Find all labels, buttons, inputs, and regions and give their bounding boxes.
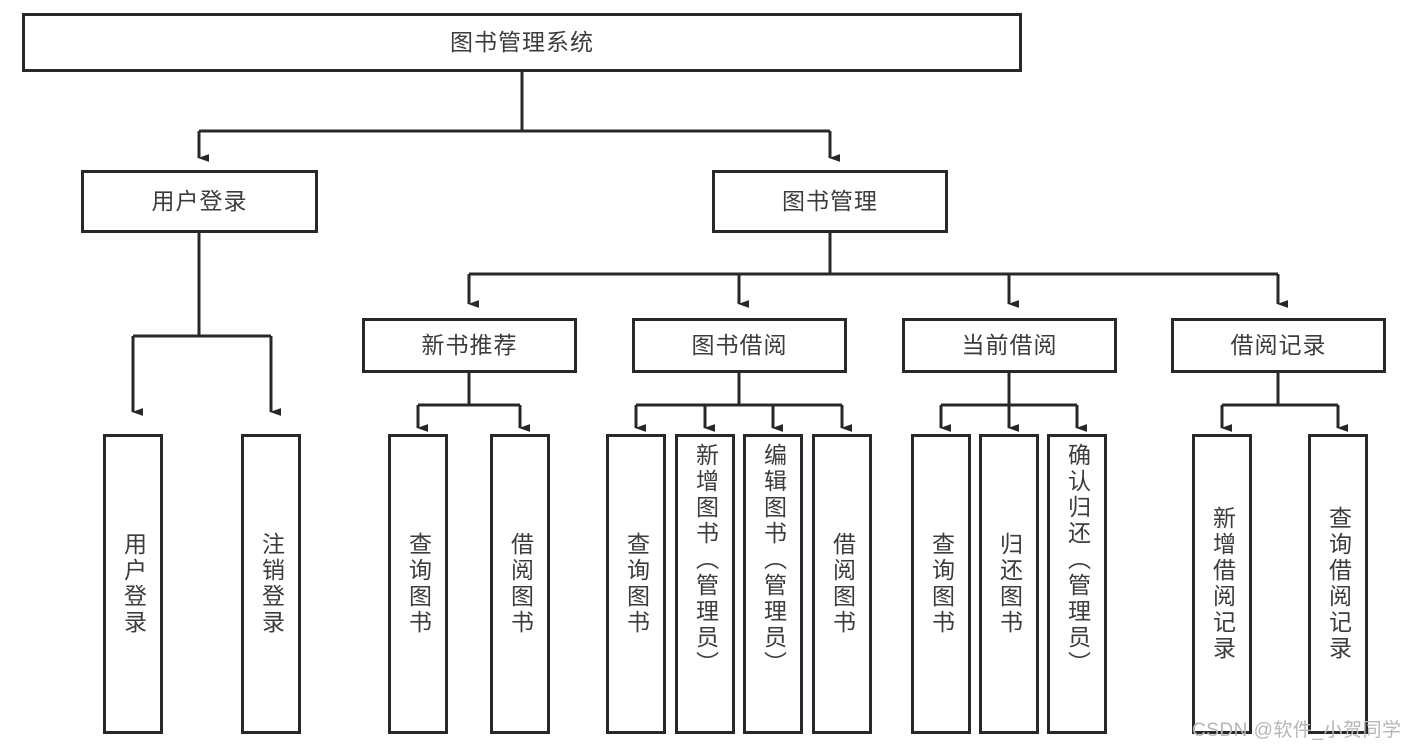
node-book-manage-label: 图书管理 (782, 188, 878, 215)
node-leaf-add-record-label: 新增借阅记录 (1209, 506, 1236, 662)
node-leaf-query-book-3-label: 查询图书 (928, 532, 955, 636)
node-leaf-return-book-label: 归还图书 (996, 532, 1023, 636)
node-leaf-user-logout-label: 注销登录 (258, 532, 285, 636)
csdn-watermark: CSDN @软件_小贺同学 (1192, 720, 1402, 741)
node-leaf-query-book-1[interactable]: 查询图书 (388, 434, 448, 734)
node-leaf-query-book-2[interactable]: 查询图书 (606, 434, 666, 734)
node-leaf-user-login[interactable]: 用户登录 (103, 434, 163, 734)
node-book-borrow-label: 图书借阅 (691, 332, 788, 359)
node-leaf-add-book[interactable]: 新增图书（管理员） (675, 434, 735, 734)
node-leaf-confirm-return[interactable]: 确认归还（管理员） (1047, 434, 1107, 734)
node-book-borrow[interactable]: 图书借阅 (632, 318, 847, 373)
node-root[interactable]: 图书管理系统 (22, 13, 1022, 72)
node-leaf-confirm-return-label: 确认归还（管理员） (1064, 443, 1091, 677)
node-leaf-add-book-label: 新增图书（管理员） (692, 443, 719, 677)
node-leaf-user-login-label: 用户登录 (120, 532, 147, 636)
node-leaf-borrow-book-1[interactable]: 借阅图书 (490, 434, 550, 734)
node-root-label: 图书管理系统 (450, 29, 594, 56)
node-leaf-borrow-book-1-label: 借阅图书 (507, 532, 534, 636)
node-borrow-record-label: 借阅记录 (1230, 332, 1327, 359)
node-user-login[interactable]: 用户登录 (81, 170, 318, 233)
node-leaf-query-record-label: 查询借阅记录 (1325, 506, 1352, 662)
node-leaf-query-book-3[interactable]: 查询图书 (911, 434, 971, 734)
node-user-login-label: 用户登录 (151, 188, 248, 215)
node-current-borrow[interactable]: 当前借阅 (902, 318, 1117, 373)
node-leaf-edit-book[interactable]: 编辑图书（管理员） (743, 434, 803, 734)
node-leaf-add-record[interactable]: 新增借阅记录 (1192, 434, 1252, 734)
node-leaf-borrow-book-2[interactable]: 借阅图书 (812, 434, 872, 734)
node-borrow-record[interactable]: 借阅记录 (1171, 318, 1386, 373)
node-current-borrow-label: 当前借阅 (961, 332, 1058, 359)
node-leaf-edit-book-label: 编辑图书（管理员） (760, 443, 787, 677)
node-leaf-query-book-1-label: 查询图书 (405, 532, 432, 636)
node-leaf-return-book[interactable]: 归还图书 (979, 434, 1039, 734)
node-leaf-query-book-2-label: 查询图书 (623, 532, 650, 636)
node-book-manage[interactable]: 图书管理 (712, 170, 948, 233)
node-leaf-user-logout[interactable]: 注销登录 (241, 434, 301, 734)
node-new-book-recommend-label: 新书推荐 (421, 332, 518, 359)
node-new-book-recommend[interactable]: 新书推荐 (362, 318, 577, 373)
node-leaf-query-record[interactable]: 查询借阅记录 (1308, 434, 1368, 734)
node-leaf-borrow-book-2-label: 借阅图书 (829, 532, 856, 636)
